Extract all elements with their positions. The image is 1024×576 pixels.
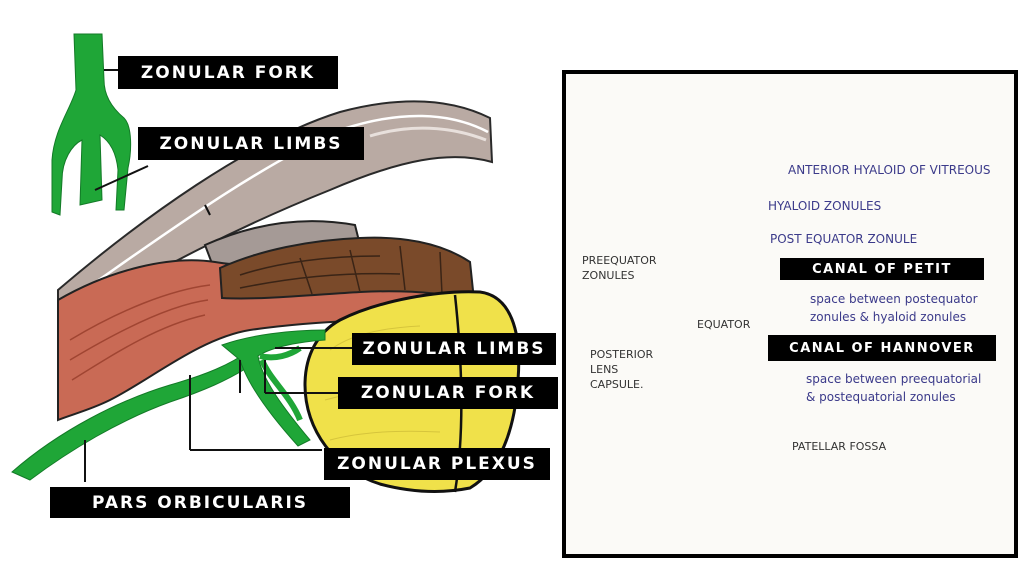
zonular-fork-mid-shape xyxy=(221,329,326,447)
eye-cross-section-illustration xyxy=(11,33,521,493)
cornea-highlight xyxy=(369,126,487,142)
sketch-patellar-fossa: PATELLAR FOSSA xyxy=(792,440,887,453)
label-zonular-plexus: ZONULAR PLEXUS xyxy=(324,448,550,480)
sketch-petit-description: space between postequator zonules & hyal… xyxy=(810,292,978,324)
sketch-post-equator-zonule: POST EQUATOR ZONULE xyxy=(770,232,918,246)
zonular-fork-top-icon xyxy=(51,33,132,216)
label-canal-of-petit: CANAL OF PETIT xyxy=(780,258,984,280)
sketch-preequator-zonules: PREEQUATOR ZONULES xyxy=(582,254,657,282)
sketch-equator: EQUATOR xyxy=(697,318,751,331)
ciliary-processes xyxy=(218,236,476,302)
sketch-anterior-hyaloid: ANTERIOR HYALOID OF VITREOUS xyxy=(788,163,991,177)
sketch-hyaloid-zonules: HYALOID ZONULES xyxy=(768,199,882,213)
label-zonular-fork-top: ZONULAR FORK xyxy=(118,56,338,89)
sketch-posterior-lens-capsule: POSTERIOR LENS CAPSULE. xyxy=(590,348,654,391)
sketch-panel xyxy=(562,70,1018,558)
ciliary-muscle-stripes xyxy=(69,284,211,381)
label-zonular-limbs-top: ZONULAR LIMBS xyxy=(138,127,364,160)
label-pars-orbicularis: PARS ORBICULARIS xyxy=(50,487,350,518)
label-canal-of-hannover: CANAL OF HANNOVER xyxy=(768,335,996,361)
sketch-hannover-description: space between preequatorial & postequato… xyxy=(806,372,982,404)
label-zonular-fork-mid: ZONULAR FORK xyxy=(338,377,558,409)
ciliary-ridges xyxy=(239,245,443,295)
label-zonular-limbs-mid: ZONULAR LIMBS xyxy=(352,333,556,365)
